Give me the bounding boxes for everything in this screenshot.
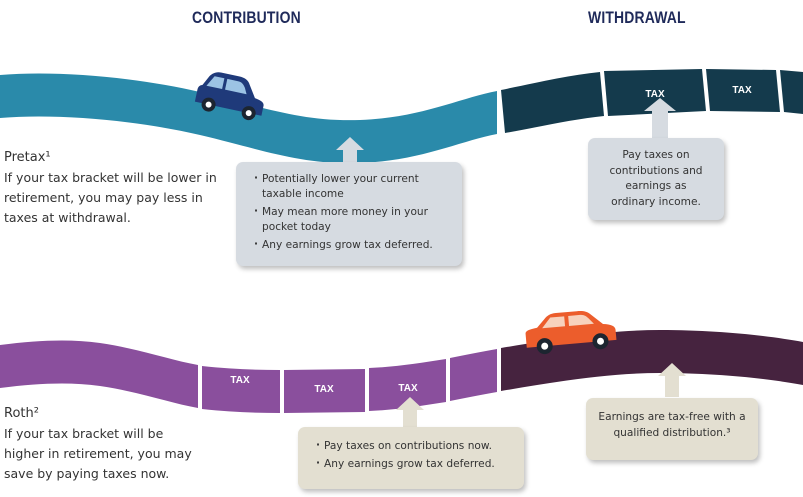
- roth-withdrawal-box: Earnings are tax-free with a qualified d…: [586, 398, 758, 460]
- pretax-withdrawal-road: [501, 69, 803, 133]
- pretax-withdrawal-box: Pay taxes on contributions and earnings …: [588, 138, 724, 220]
- roth-tax-label-3: TAX: [398, 383, 418, 394]
- contribution-header: CONTRIBUTION: [192, 8, 301, 27]
- roth-tax-label-1: TAX: [230, 375, 250, 386]
- roth-withdrawal-arrow: [658, 363, 686, 397]
- roth-title: Roth²: [4, 406, 39, 421]
- roth-description: If your tax bracket will be higher in re…: [4, 426, 192, 481]
- roth-withdrawal-note: Earnings are tax-free with a qualified d…: [598, 411, 746, 439]
- roth-point-1: Pay taxes on contributions now.: [314, 438, 516, 454]
- pretax-contribution-box: Potentially lower your current taxable i…: [236, 162, 462, 266]
- roth-contribution-road: [0, 340, 497, 413]
- pretax-tax-label-2: TAX: [732, 85, 752, 96]
- withdrawal-header: WITHDRAWAL: [588, 8, 686, 27]
- pretax-title: Pretax¹: [4, 150, 51, 165]
- pretax-contribution-arrow: [336, 137, 364, 164]
- pretax-withdrawal-arrow: [644, 98, 676, 140]
- roth-withdrawal-road: [501, 330, 803, 391]
- pretax-point-3: Any earnings grow tax deferred.: [252, 237, 454, 253]
- pretax-point-1: Potentially lower your current taxable i…: [252, 171, 454, 202]
- roth-contribution-arrow: [396, 397, 424, 428]
- roth-contribution-box: Pay taxes on contributions now. Any earn…: [298, 427, 524, 489]
- roth-point-2: Any earnings grow tax deferred.: [314, 456, 516, 472]
- pretax-point-2: May mean more money in your pocket today: [252, 204, 454, 235]
- pretax-tax-label-1: TAX: [645, 89, 665, 100]
- pretax-description: If your tax bracket will be lower in ret…: [4, 170, 217, 225]
- roth-tax-label-2: TAX: [314, 384, 334, 395]
- orange-car-icon: [525, 311, 617, 355]
- pretax-withdrawal-note: Pay taxes on contributions and earnings …: [609, 149, 703, 208]
- blue-car-icon: [194, 72, 264, 121]
